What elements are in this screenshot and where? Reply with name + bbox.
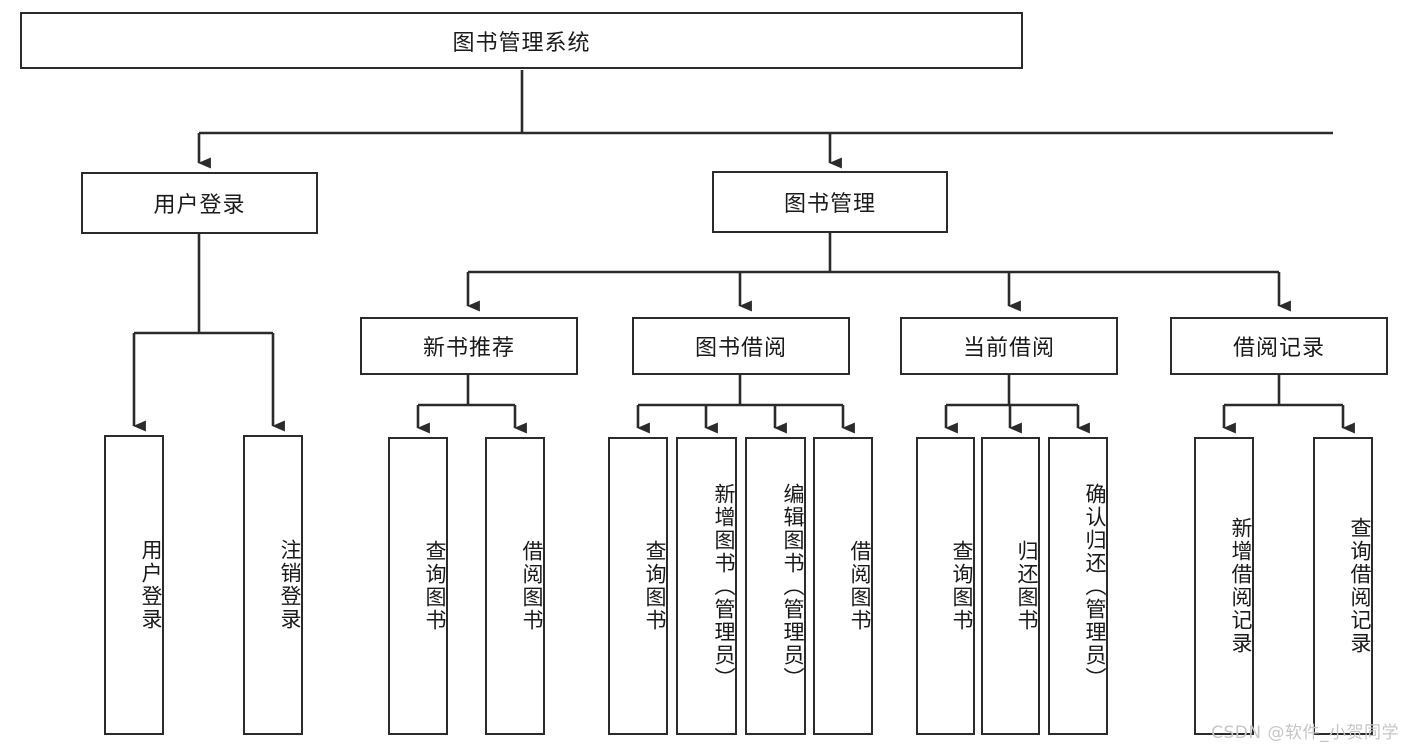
leaf-nb-query-book-label: 查询图书 xyxy=(423,540,447,632)
leaf-cb-return-book-label: 归还图书 xyxy=(1015,540,1039,632)
node-borrow-record-label: 借阅记录 xyxy=(1232,336,1325,361)
node-book-manage-label: 图书管理 xyxy=(783,192,876,217)
leaf-cb-query-book-label: 查询图书 xyxy=(950,540,974,632)
leaf-nb-query-book[interactable]: 查询图书 xyxy=(388,437,448,735)
leaf-user-login[interactable]: 用户登录 xyxy=(104,435,164,735)
leaf-bb-query-book[interactable]: 查询图书 xyxy=(608,437,668,735)
leaf-bb-add-book[interactable]: 新增图书（管理员） xyxy=(676,437,737,735)
node-book-borrow[interactable]: 图书借阅 xyxy=(632,317,850,375)
leaf-cb-query-book[interactable]: 查询图书 xyxy=(916,437,975,735)
node-new-book-recommend[interactable]: 新书推荐 xyxy=(360,317,578,375)
leaf-br-add-record-label: 新增借阅记录 xyxy=(1229,517,1253,655)
leaf-bb-edit-book-label: 编辑图书（管理员） xyxy=(781,482,805,690)
leaf-cb-confirm-return[interactable]: 确认归还（管理员） xyxy=(1048,437,1108,735)
node-book-manage[interactable]: 图书管理 xyxy=(712,171,948,233)
node-current-borrow[interactable]: 当前借阅 xyxy=(900,317,1118,375)
leaf-logout[interactable]: 注销登录 xyxy=(243,435,303,735)
node-borrow-record[interactable]: 借阅记录 xyxy=(1170,317,1388,375)
node-current-borrow-label: 当前借阅 xyxy=(962,336,1055,361)
leaf-bb-borrow-book[interactable]: 借阅图书 xyxy=(813,437,873,735)
node-root-label: 图书管理系统 xyxy=(452,30,591,56)
leaf-cb-confirm-return-label: 确认归还（管理员） xyxy=(1083,482,1107,690)
leaf-user-login-label: 用户登录 xyxy=(139,539,163,631)
node-root[interactable]: 图书管理系统 xyxy=(20,12,1023,69)
node-user-login[interactable]: 用户登录 xyxy=(81,172,318,234)
node-book-borrow-label: 图书借阅 xyxy=(694,336,787,361)
watermark: CSDN @软件_小贺同学 xyxy=(1211,723,1399,743)
leaf-bb-edit-book[interactable]: 编辑图书（管理员） xyxy=(745,437,806,735)
leaf-cb-return-book[interactable]: 归还图书 xyxy=(981,437,1040,735)
leaf-nb-borrow-book-label: 借阅图书 xyxy=(520,540,544,632)
node-new-book-recommend-label: 新书推荐 xyxy=(422,336,515,361)
leaf-br-query-record[interactable]: 查询借阅记录 xyxy=(1313,437,1373,735)
leaf-br-query-record-label: 查询借阅记录 xyxy=(1348,517,1372,655)
leaf-bb-add-book-label: 新增图书（管理员） xyxy=(712,482,736,690)
node-user-login-label: 用户登录 xyxy=(153,193,246,218)
leaf-bb-borrow-book-label: 借阅图书 xyxy=(848,540,872,632)
leaf-bb-query-book-label: 查询图书 xyxy=(643,540,667,632)
leaf-logout-label: 注销登录 xyxy=(278,539,302,631)
leaf-br-add-record[interactable]: 新增借阅记录 xyxy=(1194,437,1254,735)
leaf-nb-borrow-book[interactable]: 借阅图书 xyxy=(485,437,545,735)
